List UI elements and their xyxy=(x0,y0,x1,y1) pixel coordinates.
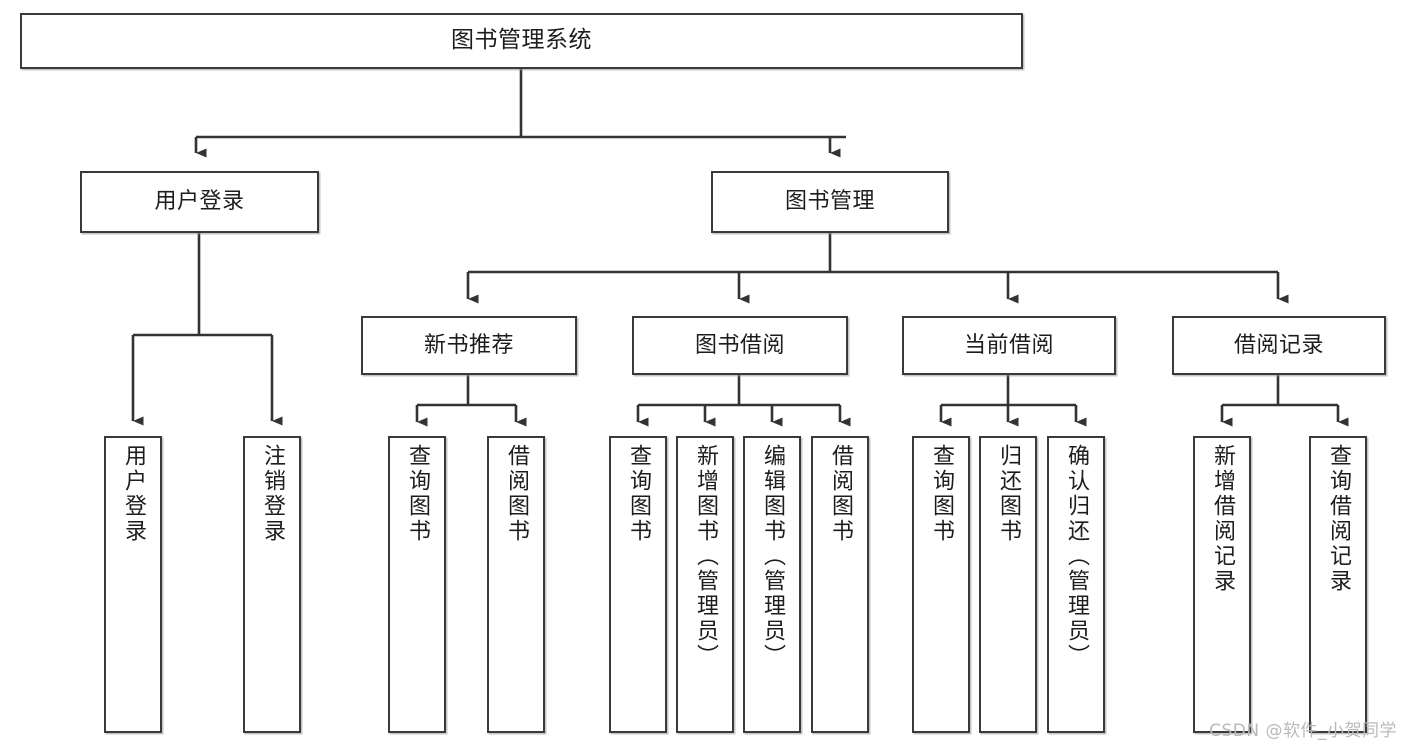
node-label: 归还图书 xyxy=(996,444,1021,544)
leaf-user-login-login[interactable]: 用户登录 xyxy=(104,436,162,733)
node-borrow-record[interactable]: 借阅记录 xyxy=(1172,316,1386,375)
leaf-borrow-record-query-record[interactable]: 查询借阅记录 xyxy=(1309,436,1367,733)
node-label: 查询图书 xyxy=(405,444,430,544)
leaf-book-borrow-borrow-books[interactable]: 借阅图书 xyxy=(811,436,869,733)
node-label: 用户登录 xyxy=(154,189,245,215)
node-new-book-recommend[interactable]: 新书推荐 xyxy=(361,316,577,375)
node-label: 注销登录 xyxy=(260,444,285,544)
node-label: 新增借阅记录 xyxy=(1210,444,1235,594)
leaf-user-login-logout[interactable]: 注销登录 xyxy=(243,436,301,733)
node-label: 图书管理系统 xyxy=(451,27,592,54)
node-label: 查询图书 xyxy=(626,444,651,544)
node-user-login[interactable]: 用户登录 xyxy=(80,171,319,233)
node-label: 当前借阅 xyxy=(963,332,1054,358)
node-label: 查询图书 xyxy=(929,444,954,544)
node-current-borrow[interactable]: 当前借阅 xyxy=(902,316,1116,375)
leaf-current-borrow-query-books[interactable]: 查询图书 xyxy=(912,436,970,733)
node-book-borrow[interactable]: 图书借阅 xyxy=(632,316,848,375)
watermark-text: CSDN @软件_小贺同学 xyxy=(1209,721,1397,741)
node-label: 图书管理 xyxy=(784,189,875,215)
leaf-new-book-borrow-books[interactable]: 借阅图书 xyxy=(487,436,545,733)
node-label: 借阅记录 xyxy=(1233,332,1324,358)
leaf-current-borrow-return-books[interactable]: 归还图书 xyxy=(979,436,1037,733)
leaf-book-borrow-query-books[interactable]: 查询图书 xyxy=(609,436,667,733)
node-label: 借阅图书 xyxy=(504,444,529,544)
node-label: 编辑图书（管理员） xyxy=(760,444,785,669)
node-label: 图书借阅 xyxy=(694,332,785,358)
node-book-management[interactable]: 图书管理 xyxy=(711,171,949,233)
node-label: 确认归还（管理员） xyxy=(1064,444,1089,669)
leaf-book-borrow-edit-book-admin[interactable]: 编辑图书（管理员） xyxy=(743,436,801,733)
node-label: 新增图书（管理员） xyxy=(693,444,718,669)
node-label: 用户登录 xyxy=(121,444,146,544)
leaf-new-book-query-books[interactable]: 查询图书 xyxy=(388,436,446,733)
leaf-current-borrow-confirm-return-admin[interactable]: 确认归还（管理员） xyxy=(1047,436,1105,733)
node-label: 借阅图书 xyxy=(828,444,853,544)
node-label: 查询借阅记录 xyxy=(1326,444,1351,594)
leaf-borrow-record-add-record[interactable]: 新增借阅记录 xyxy=(1193,436,1251,733)
leaf-book-borrow-add-book-admin[interactable]: 新增图书（管理员） xyxy=(676,436,734,733)
node-root-book-management-system[interactable]: 图书管理系统 xyxy=(20,13,1023,69)
node-label: 新书推荐 xyxy=(423,332,514,358)
